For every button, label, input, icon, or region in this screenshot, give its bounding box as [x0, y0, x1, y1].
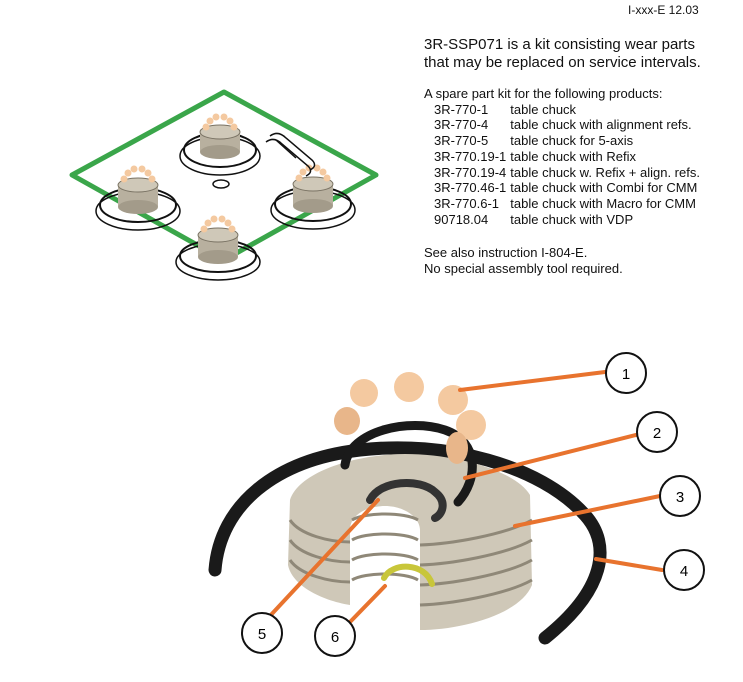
callout-6: 6	[314, 615, 356, 657]
tool-note: No special assembly tool required.	[424, 261, 623, 276]
product-code: 3R-770-4	[434, 117, 489, 133]
intro-text: 3R-SSP071 is a kit consisting wear parts…	[424, 36, 734, 72]
product-table: 3R-770-1 table chuck 3R-770-4 table chuck …	[434, 102, 700, 228]
product-code: 3R-770-5	[434, 133, 489, 149]
product-description: table chuck	[510, 101, 577, 117]
product-row: 3R-770-1 table chuck	[434, 102, 700, 118]
product-code: 3R-770.46-1	[434, 180, 507, 196]
callout-5-label: 5	[258, 626, 266, 643]
product-list-heading: A spare part kit for the following produ…	[424, 86, 663, 101]
product-code: 3R-770.19-4	[434, 164, 507, 180]
leader-line-6	[348, 584, 387, 624]
chuck-unit-top	[179, 113, 261, 176]
callout-4: 4	[663, 549, 705, 591]
coolant-channel	[265, 132, 316, 177]
leader-line-4	[594, 557, 664, 572]
see-also-note: See also instruction I-804-E.	[424, 245, 588, 260]
product-description: table chuck for 5-axis	[510, 133, 634, 149]
leader-line-2	[463, 433, 638, 480]
chuck-unit-bottom	[175, 215, 261, 281]
chuck-unit-right	[270, 164, 356, 230]
callout-2-label: 2	[653, 425, 661, 442]
exploded-view-illustration: 1 2 3 4 5 6	[208, 352, 705, 657]
product-description: table chuck with Combi for CMM	[510, 180, 698, 196]
callout-2: 2	[636, 411, 678, 453]
callout-5: 5	[241, 612, 283, 654]
callout-3-label: 3	[676, 489, 684, 506]
product-row: 3R-770.6-1 table chuck with Macro for CMM	[434, 196, 700, 212]
product-description: table chuck with alignment refs.	[510, 117, 692, 133]
retaining-clip	[381, 563, 435, 587]
table-chuck-overview-illustration	[69, 89, 379, 281]
product-code: 3R-770.19-1	[434, 148, 507, 164]
product-row: 3R-770-4 table chuck with alignment refs.	[434, 117, 700, 133]
product-list: A spare part kit for the following produ…	[424, 86, 700, 227]
callout-6-label: 6	[331, 629, 339, 646]
chuck-unit-left	[95, 165, 181, 231]
leader-line-1	[458, 370, 607, 392]
product-description: table chuck w. Refix + align. refs.	[510, 164, 700, 180]
callout-1-label: 1	[622, 366, 630, 383]
product-code: 3R-770-1	[434, 101, 489, 117]
center-hole	[212, 179, 230, 189]
callout-1: 1	[605, 352, 647, 394]
document-id: I-xxx-E 12.03	[628, 3, 699, 17]
product-description: table chuck with Macro for CMM	[510, 195, 696, 211]
product-description: table chuck with VDP	[510, 211, 634, 227]
product-description: table chuck with Refix	[510, 148, 637, 164]
callout-4-label: 4	[680, 563, 688, 580]
product-row: 90718.04 table chuck with VDP	[434, 212, 700, 228]
product-row: 3R-770-5 table chuck for 5-axis	[434, 133, 700, 149]
notes: See also instruction I-804-E. No special…	[424, 245, 623, 277]
intro-line-1: 3R-SSP071 is a kit consisting wear parts	[424, 36, 695, 53]
intro-line-2: that may be replaced on service interval…	[424, 54, 701, 71]
product-code: 3R-770.6-1	[434, 195, 500, 211]
leader-line-3	[513, 494, 662, 528]
leader-line-5	[267, 498, 380, 619]
callout-3: 3	[659, 475, 701, 517]
small-inner-seal	[366, 479, 447, 522]
ball-set	[334, 372, 486, 464]
product-code: 90718.04	[434, 211, 489, 227]
